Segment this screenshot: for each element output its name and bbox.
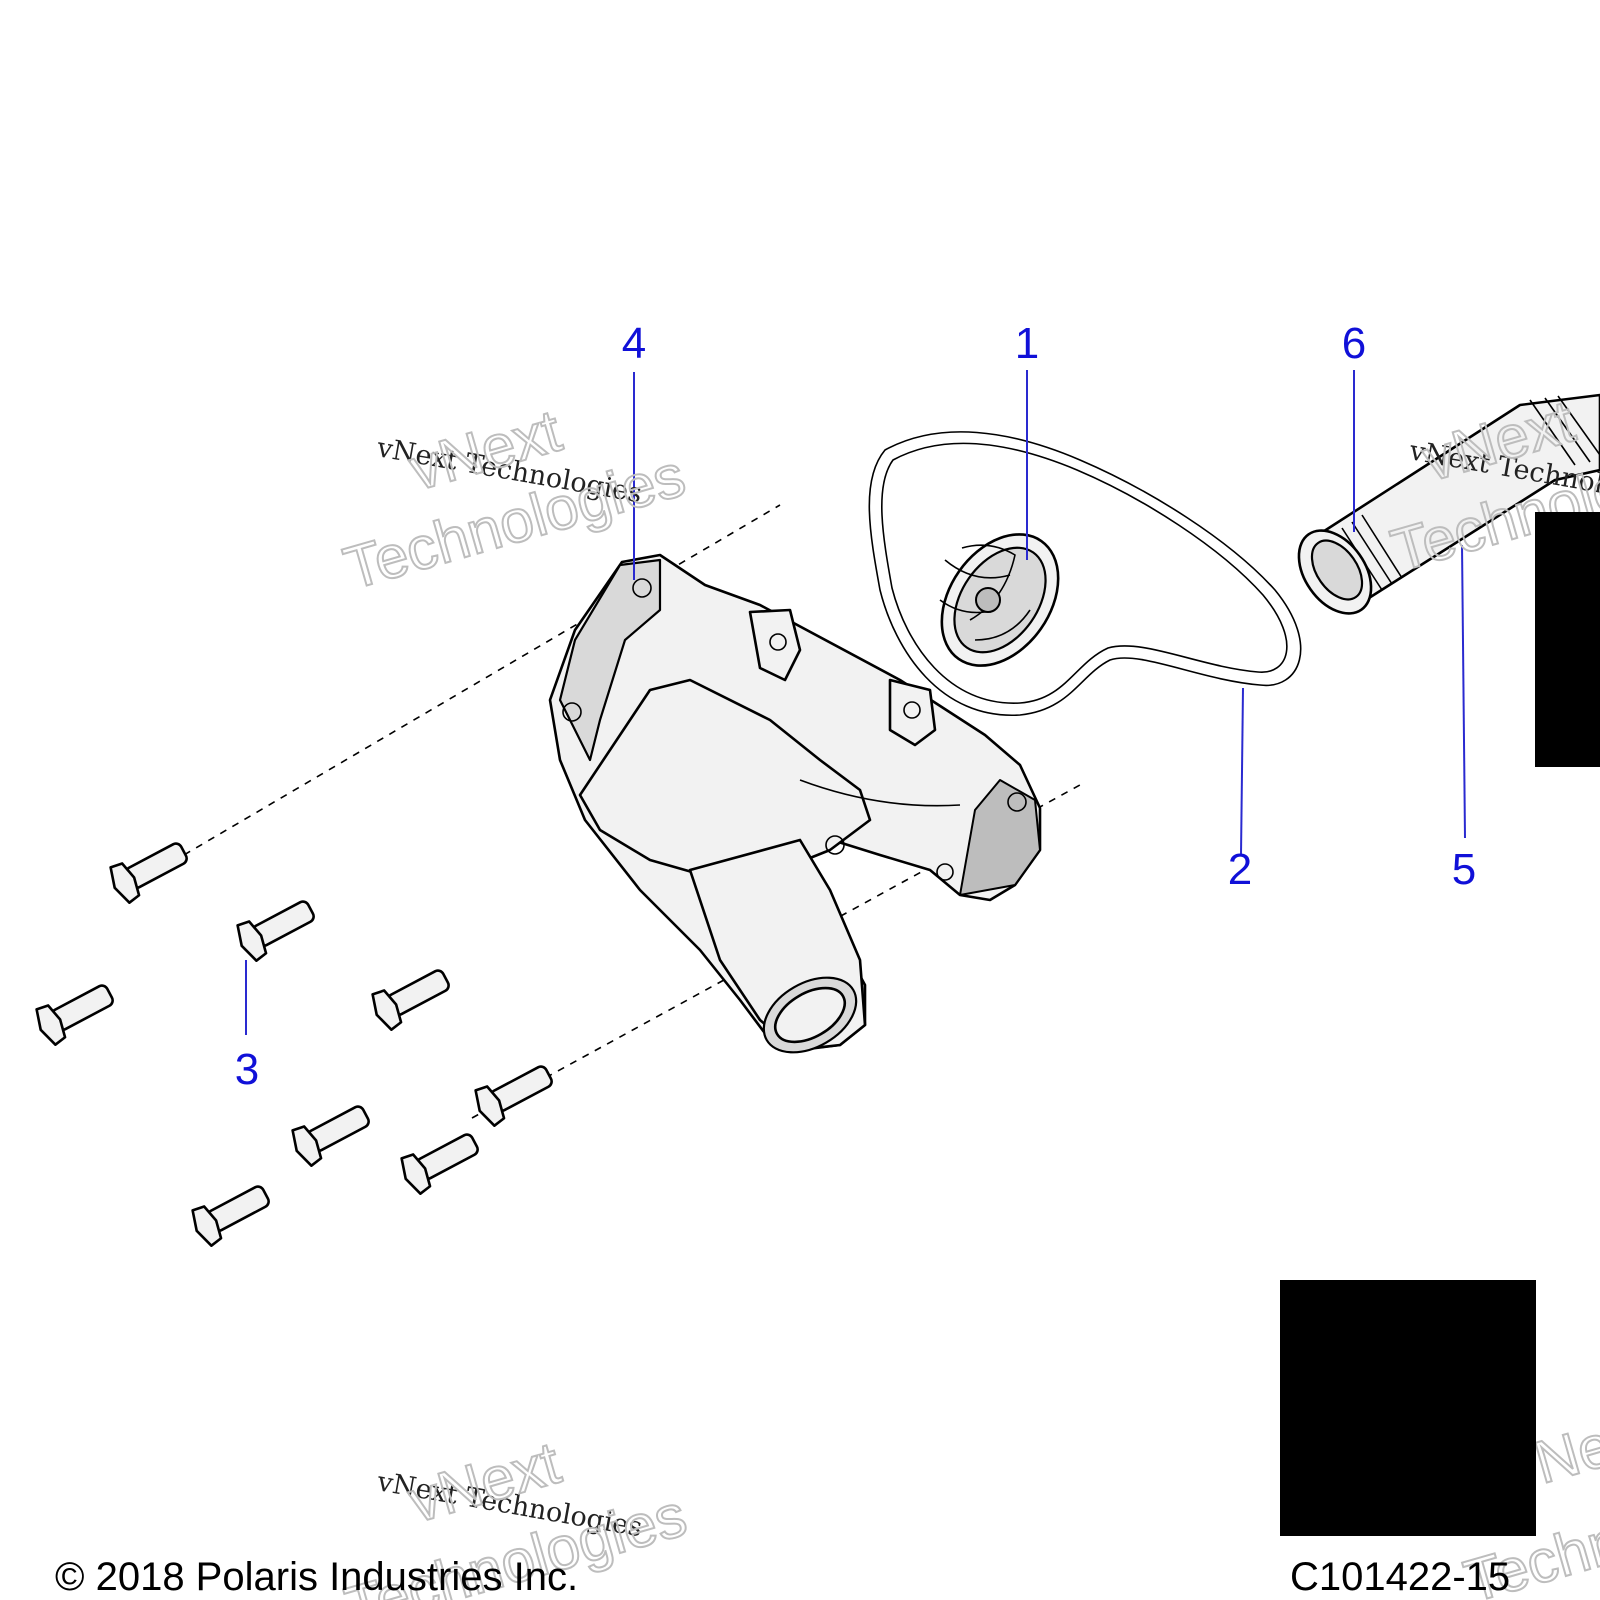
callout-6: 6 bbox=[1342, 319, 1366, 368]
bolt-4 bbox=[371, 969, 450, 1031]
bolts bbox=[35, 842, 553, 1247]
gasket-o-ring bbox=[868, 431, 1302, 716]
callout-5: 5 bbox=[1452, 845, 1476, 894]
pump-cover-housing bbox=[548, 553, 1042, 1054]
callout-3: 3 bbox=[235, 1045, 259, 1094]
figure-code: C101422-15 bbox=[1290, 1555, 1510, 1599]
bolt-6 bbox=[291, 1105, 370, 1167]
callout-4: 4 bbox=[622, 319, 646, 368]
redaction-block-right bbox=[1535, 512, 1600, 767]
leader-lines bbox=[245, 370, 1466, 1035]
callouts: 1 2 3 4 5 6 bbox=[235, 319, 1476, 1094]
bolt-3 bbox=[35, 984, 114, 1046]
redaction-block-bottom bbox=[1280, 1280, 1536, 1536]
callout-1: 1 bbox=[1015, 319, 1039, 368]
bolt-7 bbox=[400, 1133, 479, 1195]
callout-2: 2 bbox=[1228, 845, 1252, 894]
bolt-8 bbox=[191, 1185, 270, 1247]
bolt-2 bbox=[236, 900, 315, 962]
copyright-text: © 2018 Polaris Industries Inc. bbox=[55, 1555, 578, 1599]
impeller bbox=[939, 533, 1060, 667]
pipe-fitting bbox=[1297, 393, 1600, 615]
bolt-5 bbox=[474, 1065, 553, 1127]
bolt-1 bbox=[109, 842, 188, 904]
